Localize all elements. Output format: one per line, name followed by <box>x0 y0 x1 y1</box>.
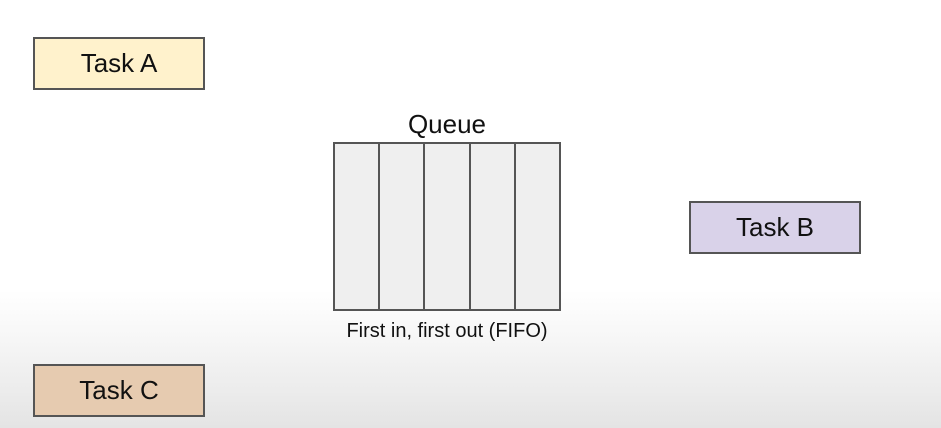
queue-title: Queue <box>407 109 487 139</box>
task-a-label: Task A <box>80 48 158 78</box>
queue-box <box>333 142 561 311</box>
task-a-box: Task A <box>33 37 205 90</box>
task-c-box: Task C <box>33 364 205 417</box>
queue-caption: First in, first out (FIFO) <box>346 320 548 342</box>
queue-slot <box>425 144 471 309</box>
queue-slot <box>515 144 560 309</box>
queue-slot <box>335 144 381 309</box>
queue-slot <box>380 144 426 309</box>
task-b-label: Task B <box>735 212 815 242</box>
queue-slot <box>470 144 516 309</box>
task-b-box: Task B <box>689 201 861 254</box>
task-c-label: Task C <box>79 375 159 405</box>
